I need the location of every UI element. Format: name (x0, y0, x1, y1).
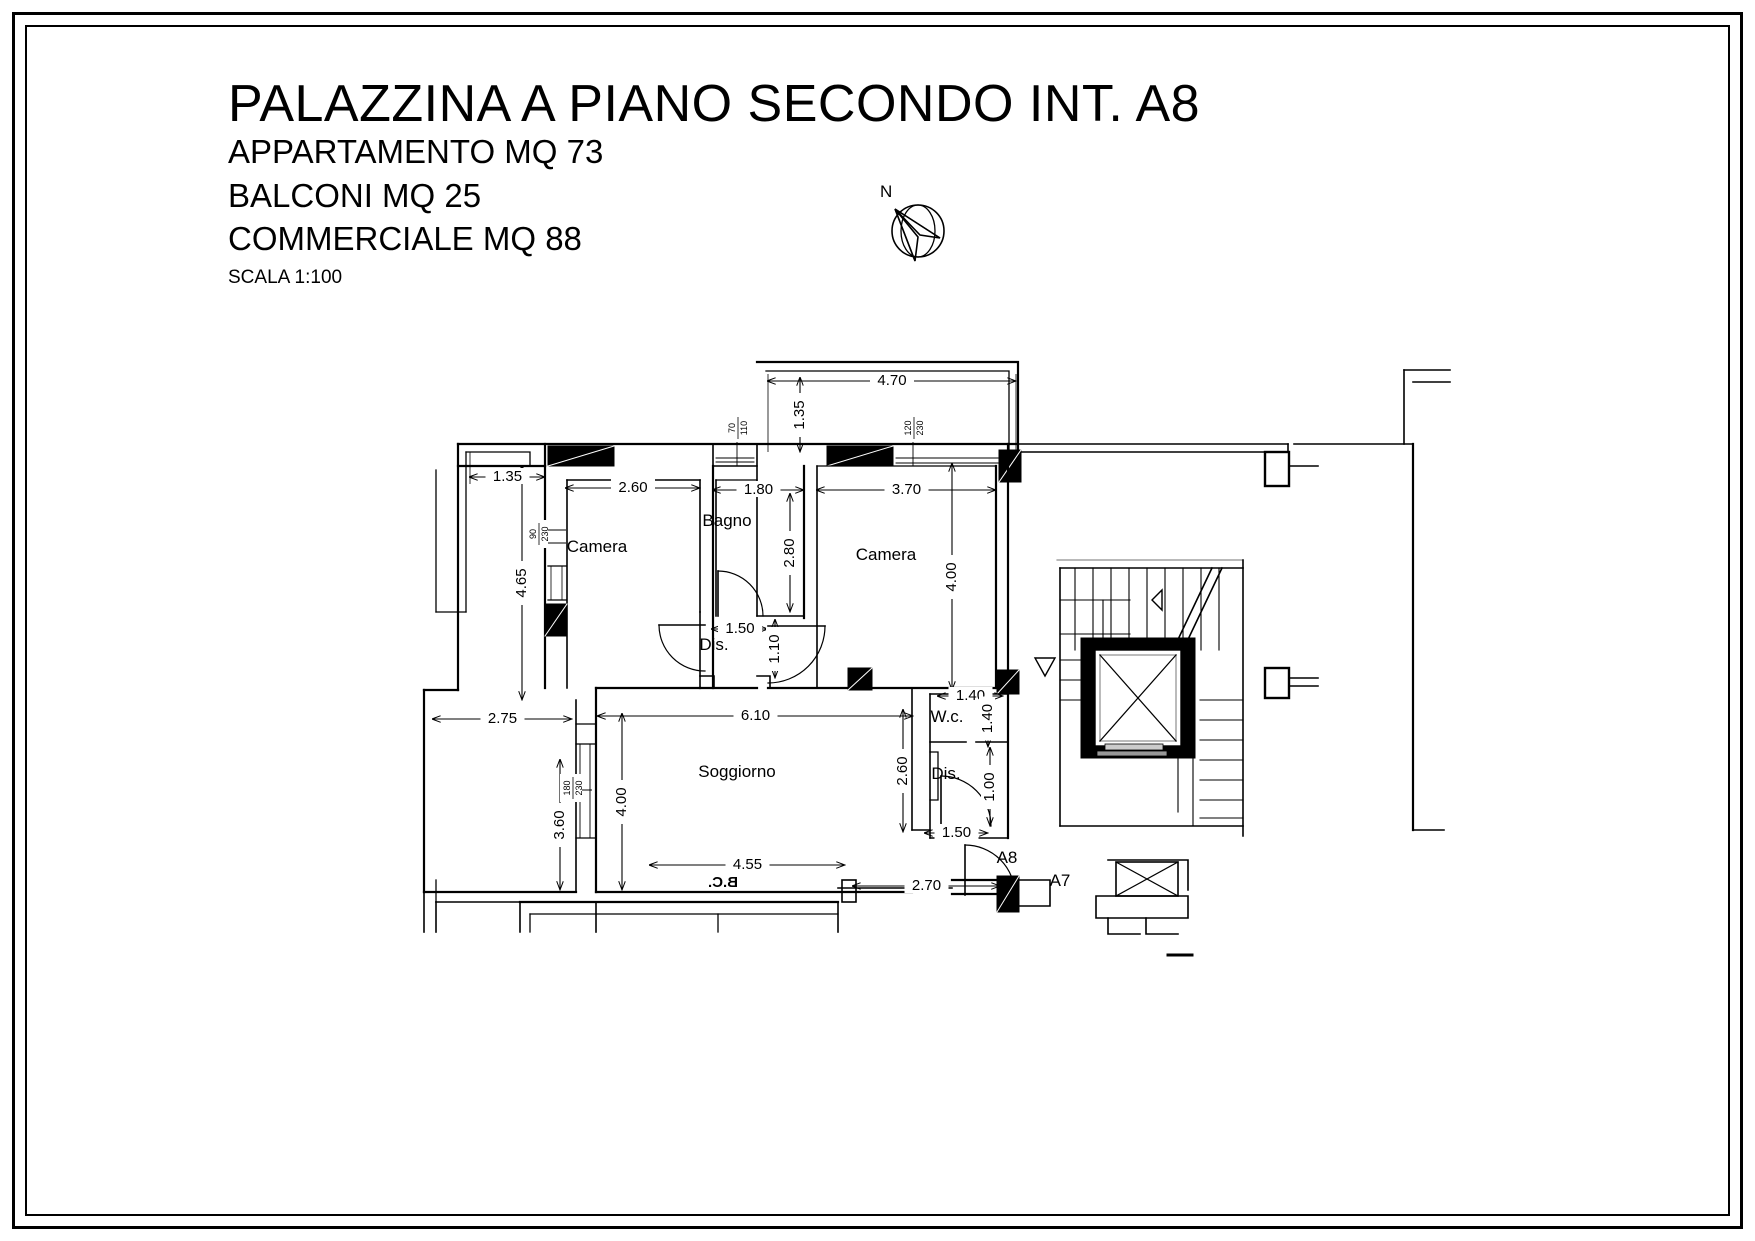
dimension-h-11: 2.70 (912, 877, 941, 894)
dim-h-bg (904, 877, 949, 893)
dim-v-bg (613, 780, 629, 824)
dim-h-bg (870, 372, 914, 388)
dim-v-bg (513, 561, 529, 605)
dimension-v-5: 2.60 (894, 756, 911, 785)
dimension-v-9: 3.60 (551, 810, 568, 839)
dimension-v-1: 4.65 (513, 568, 530, 597)
dim-v-bg (551, 803, 567, 847)
svg-text:230: 230 (915, 420, 925, 435)
svg-text:110: 110 (739, 421, 749, 435)
scale-line: SCALA 1:100 (228, 266, 343, 288)
sheet-border-inner (25, 25, 1730, 1216)
dimension-h-4: 3.70 (892, 481, 921, 498)
dimension-v-6: 1.40 (979, 704, 996, 733)
dim-h-bg (611, 479, 655, 495)
sheet-border-outer (12, 12, 1743, 1229)
svg-text:230: 230 (540, 526, 550, 541)
svg-text:180: 180 (562, 780, 572, 795)
room-label-camera-right: Camera (856, 545, 917, 564)
unit-label-a8: A8 (997, 848, 1018, 867)
dim-h-bg (884, 481, 929, 497)
dimension-v-0: 1.35 (791, 400, 808, 429)
commercial-area-line: COMMERCIALE MQ 88 (228, 220, 582, 258)
dim-h-bg (934, 824, 979, 840)
dim-v-bg (981, 765, 997, 809)
room-label-dis-right: Dis. (931, 764, 960, 783)
title-block: PALAZZINA A PIANO SECONDO INT. A8 APPART… (228, 78, 1200, 289)
room-label-soggiorno: Soggiorno (698, 762, 776, 781)
room-label-wc: W.c. (930, 707, 963, 726)
dim-v-bg (979, 696, 995, 741)
dim-v-bg (894, 749, 910, 793)
dim-h-bg (485, 468, 530, 484)
dim-h-bg (736, 481, 781, 497)
dim-v-bg (943, 555, 959, 599)
dimension-h-7: 6.10 (741, 707, 770, 724)
balcony-mark-bc: B.C. (708, 874, 738, 891)
svg-text:230: 230 (574, 780, 584, 795)
dim-h-bg (480, 710, 525, 726)
dimension-h-9: 1.50 (942, 824, 971, 841)
dimension-h-5: 1.50 (725, 620, 754, 637)
svg-text:120: 120 (903, 420, 913, 435)
balcony-area-line: BALCONI MQ 25 (228, 176, 482, 214)
room-label-bagno: Bagno (702, 511, 751, 530)
dimension-h-0: 4.70 (877, 372, 906, 389)
page-title: PALAZZINA A PIANO SECONDO INT. A8 (228, 75, 1201, 133)
dim-v-bg (766, 627, 782, 671)
dimension-v-2: 2.80 (781, 538, 798, 567)
compass-north-label: N (880, 182, 893, 201)
dimension-h-10: 4.55 (733, 856, 762, 873)
dimension-h-8: 1.40 (956, 687, 985, 704)
dimension-v-7: 1.00 (981, 772, 998, 801)
dim-h-bg (725, 856, 770, 872)
dim-h-bg (718, 620, 762, 636)
unit-label-a7: A7 (1050, 871, 1071, 890)
dimension-h-2: 2.60 (618, 479, 647, 496)
dim-h-bg (733, 707, 778, 723)
svg-text:70: 70 (727, 423, 737, 433)
dim-v-bg (781, 531, 797, 575)
svg-text:90: 90 (528, 529, 538, 539)
compass-rose-icon: N (878, 182, 962, 265)
stair-arrows (1033, 588, 1163, 678)
dimension-v-4: 1.10 (766, 634, 783, 663)
room-label-camera-left: Camera (567, 537, 628, 556)
dim-v-bg (791, 393, 807, 437)
dimension-h-6: 2.75 (488, 710, 517, 727)
room-label-dis-center: Dis. (699, 635, 728, 654)
dimension-h-3: 1.80 (744, 481, 773, 498)
dimension-v-3: 4.00 (943, 562, 960, 591)
dimension-v-8: 4.00 (613, 787, 630, 816)
apartment-area-line: APPARTAMENTO MQ 73 (228, 133, 604, 170)
dimension-h-1: 1.35 (493, 468, 522, 485)
